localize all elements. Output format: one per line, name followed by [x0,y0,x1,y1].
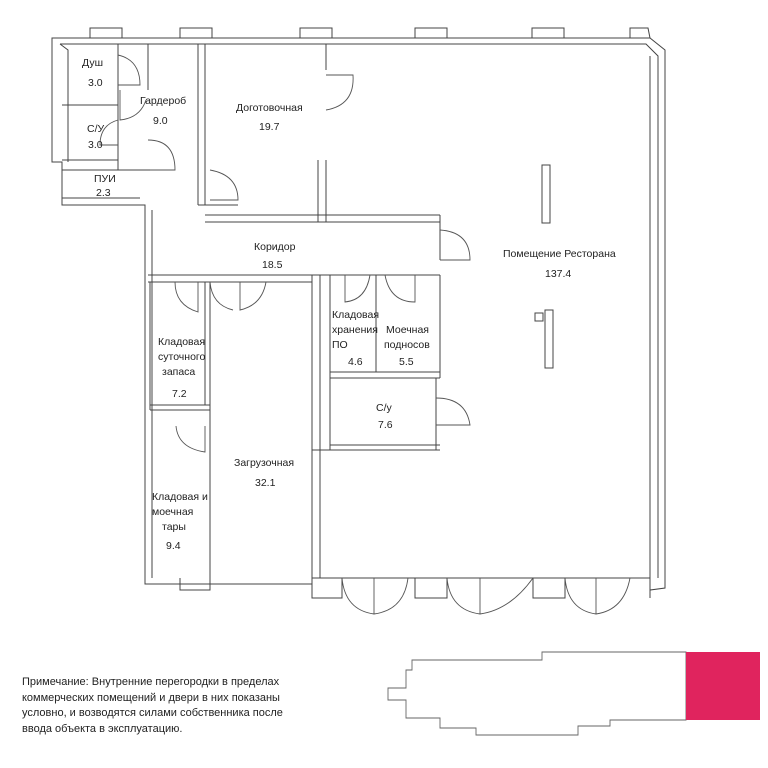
note-line: коммерческих помещений и двери в них пок… [22,691,280,704]
door-swing [99,119,119,146]
room-su2: С/у 7.6 [376,402,393,431]
room-garderob: Гардероб 9.0 [140,95,186,127]
door-swing [384,274,416,303]
room-name: запаса [162,366,195,378]
door-swing [209,169,239,201]
door-swing [435,397,471,426]
room-area: 7.2 [172,388,187,400]
door-swing [239,281,267,311]
room-name: Гардероб [140,95,186,107]
note: Примечание: Внутренние перегородки в пре… [22,675,362,737]
partition [317,44,327,222]
partition [148,214,441,283]
door-swing [209,281,234,311]
room-name: Моечная [386,324,429,336]
room-area: 18.5 [262,259,283,271]
door-swing [344,274,371,303]
room-area: 19.7 [259,121,280,133]
door-swing [117,54,141,86]
window-bump [179,570,651,599]
room-name: Кладовая и [152,491,208,503]
room-area: 4.6 [348,356,363,368]
room-area: 3.0 [88,139,103,151]
key-plan [387,651,760,736]
room-koridor: Коридор 18.5 [254,241,296,271]
room-name: суточного [158,351,206,363]
room-dogotovochnaya: Доготовочная 19.7 [236,102,303,133]
partition [149,282,211,411]
room-name: С/У [87,123,105,135]
room-area: 7.6 [378,419,393,431]
room-name: Помещение Ресторана [503,248,616,260]
note-line: ввода объекта в эксплуатацию. [22,722,183,735]
window-bump [89,27,651,39]
room-area: 9.4 [166,540,181,552]
room-area: 32.1 [255,477,276,489]
room-kladovaya-moechnaya: Кладовая и моечная тары 9.4 [152,491,208,552]
doors [99,54,631,615]
room-name: Коридор [254,241,296,253]
highlighted-unit [686,652,760,720]
door-swing [564,577,631,615]
room-name: ПУИ [94,173,116,185]
room-restoran: Помещение Ресторана 137.4 [503,248,616,280]
note-line: Примечание: Внутренние перегородки в пре… [22,676,280,688]
room-zagruzochnaya: Загрузочная 32.1 [234,457,294,489]
room-name: Душ [82,57,103,69]
room-area: 2.3 [96,187,111,199]
door-swing [174,281,199,313]
room-name: моечная [152,506,193,518]
room-area: 5.5 [399,356,414,368]
column [541,164,551,224]
walls [51,27,666,599]
column [544,309,554,369]
room-name: тары [162,521,186,533]
room-name: С/у [376,402,393,414]
partition [209,405,330,578]
room-kladovaya-sutochnogo: Кладовая суточного запаса 7.2 [158,336,206,400]
outer-wall-inner [59,43,659,578]
room-name: подносов [384,339,430,351]
room-pui: ПУИ 2.3 [94,173,116,199]
door-swing [147,139,176,171]
room-name: Загрузочная [234,457,294,469]
room-area: 137.4 [545,268,571,280]
room-area: 9.0 [153,115,168,127]
room-name: Кладовая [158,336,205,348]
column [534,312,544,322]
door-swing [341,577,409,615]
door-swing [119,90,147,121]
room-name: Кладовая [332,309,379,321]
key-plan-outline [387,651,687,736]
room-su1: С/У 3.0 [87,123,105,151]
door-swing [175,425,206,453]
room-area: 3.0 [88,77,103,89]
note-line: условно, и возводятся силами собственник… [22,707,283,719]
room-name: хранения [332,324,378,336]
door-swing [325,74,354,111]
room-labels: Душ 3.0 С/У 3.0 ПУИ 2.3 Гардероб 9.0 Дог… [82,57,616,552]
room-name: ПО [332,339,348,351]
room-dush: Душ 3.0 [82,57,103,89]
door-swing [446,577,534,615]
partition [197,44,238,206]
room-name: Доготовочная [236,102,303,114]
door-swing [439,229,471,261]
room-moechnaya-podnosov: Моечная подносов 5.5 [384,324,430,368]
room-kladovaya-po: Кладовая хранения ПО 4.6 [332,309,379,368]
partition [62,44,150,199]
